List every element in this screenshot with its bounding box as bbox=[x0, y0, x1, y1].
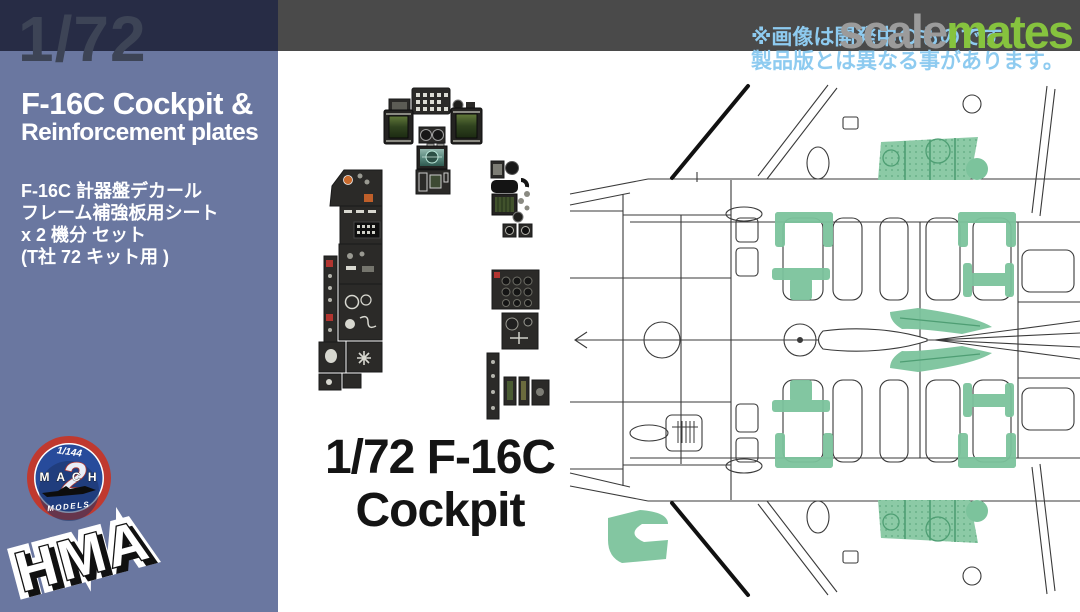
product-title: F-16C Cockpit & Reinforcement plates bbox=[21, 86, 259, 147]
mach-models-badge-icon: 1/144 2 M A C H MODELS bbox=[27, 436, 111, 521]
right-console-decals bbox=[486, 269, 550, 420]
aircraft-silhouette bbox=[42, 486, 96, 497]
scalemates-watermark: scalemates bbox=[838, 4, 1074, 59]
svg-text:M A C H: M A C H bbox=[39, 470, 98, 484]
top-gray-band bbox=[278, 0, 1080, 51]
right-auxiliary-panel-decals bbox=[490, 160, 533, 238]
svg-text:1/144: 1/144 bbox=[56, 445, 83, 459]
dotted-reinforcement-plate-top bbox=[878, 137, 988, 180]
svg-text:MODELS: MODELS bbox=[47, 500, 91, 513]
title-line2: Reinforcement plates bbox=[21, 119, 259, 147]
fuselage-line-art bbox=[569, 84, 1080, 596]
aircraft-topview-diagram bbox=[569, 84, 1080, 597]
cockpit-decal-sheet-illustration bbox=[318, 87, 550, 420]
title-line1: F-16C Cockpit & bbox=[21, 86, 253, 121]
swept-plate-detail bbox=[899, 317, 981, 363]
dotted-reinforcement-plate-bottom bbox=[878, 500, 988, 543]
watermark-part1: scale bbox=[838, 5, 949, 58]
jp-line: F-16C 計器盤デカール bbox=[21, 181, 203, 201]
scale-label: 1/72 bbox=[18, 3, 147, 75]
caption-line1: 1/72 F-16C bbox=[324, 431, 556, 484]
jp-line: (T社 72 キット用 ) bbox=[21, 247, 170, 267]
caption-line2: Cockpit bbox=[355, 483, 525, 537]
disclaimer-line1: ※画像は開発中のものです bbox=[751, 26, 1003, 49]
disclaimer-line2: 製品版とは異なる事があります。 bbox=[751, 50, 1064, 73]
disclaimer-text: ※画像は開発中のものです 製品版とは異なる事があります。 bbox=[751, 26, 1064, 74]
decal-caption: 1/72 F-16C Cockpit bbox=[300, 431, 580, 538]
japanese-description: F-16C 計器盤デカール フレーム補強板用シート x 2 機分 セット (T社… bbox=[21, 180, 218, 268]
jp-line: x 2 機分 セット bbox=[21, 225, 147, 245]
jp-line: フレーム補強板用シート bbox=[21, 203, 219, 223]
hma-logo-icon: HMA HMA HMA bbox=[2, 500, 164, 610]
left-console-decals bbox=[318, 169, 383, 391]
main-instrument-panel-decals bbox=[383, 87, 483, 195]
reinforcement-plates bbox=[608, 212, 1016, 563]
top-navy-band bbox=[0, 0, 278, 51]
antenna-lines bbox=[670, 84, 750, 597]
watermark-part2: mates bbox=[946, 5, 1074, 58]
